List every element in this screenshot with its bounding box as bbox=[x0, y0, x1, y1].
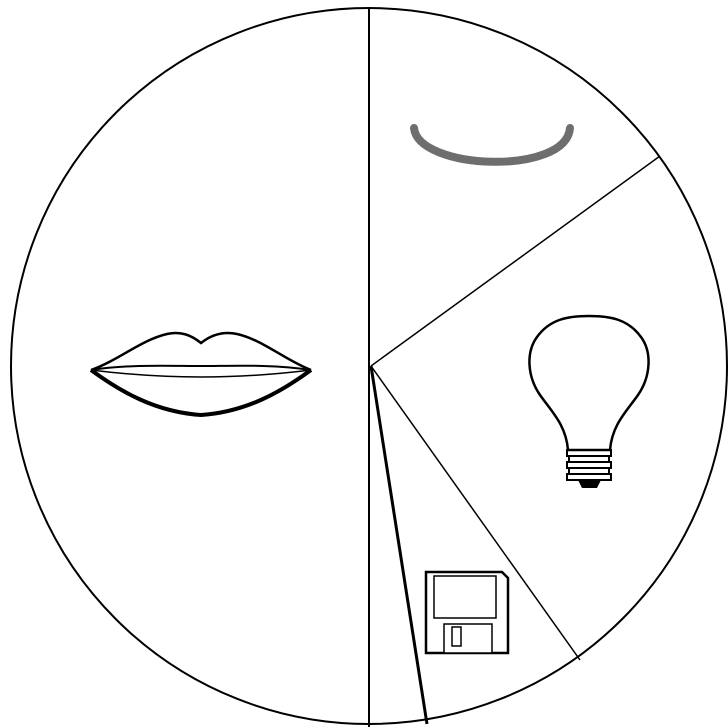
floppy-disk-icon bbox=[426, 572, 508, 653]
